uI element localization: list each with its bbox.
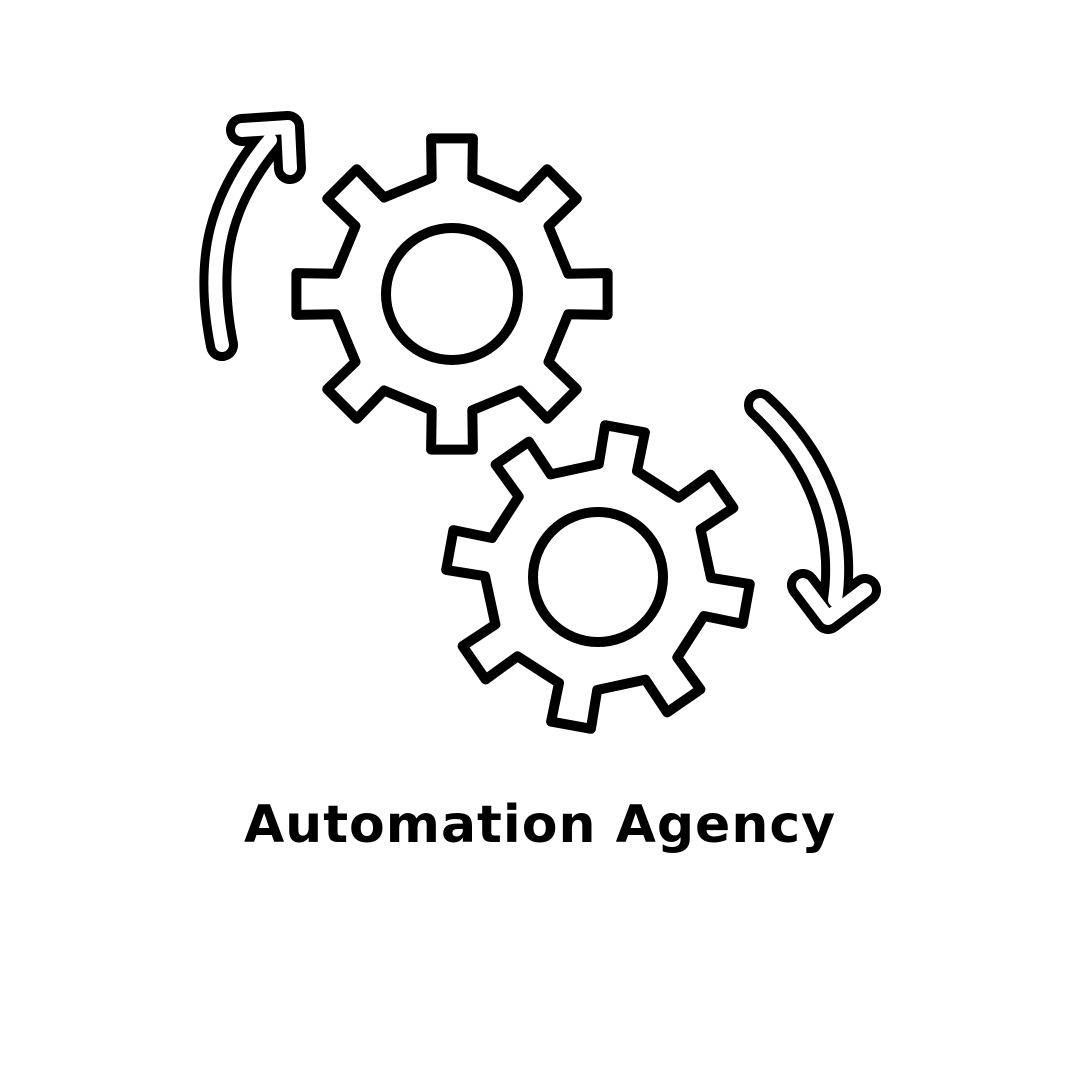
upper-gear-icon [291, 133, 613, 455]
upper-gear-hole [381, 223, 523, 365]
brand-title: Automation Agency [243, 795, 837, 855]
lower-gear-hole [528, 507, 668, 647]
rotate-arrow-left-icon [199, 111, 306, 361]
lower-gear-icon [441, 420, 755, 734]
rotate-arrow-right-icon [744, 389, 881, 634]
